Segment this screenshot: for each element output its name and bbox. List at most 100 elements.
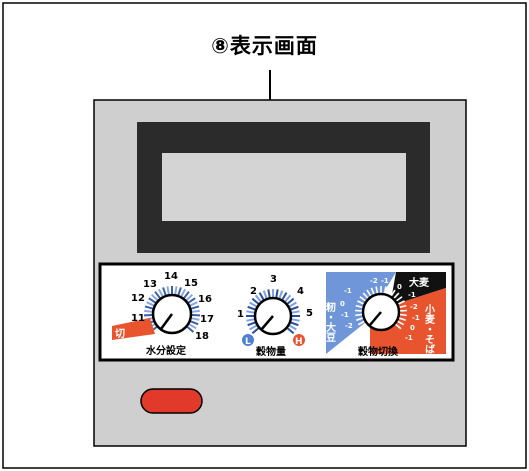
select-tick [355,313,363,317]
select-mark-3: -1 [341,311,349,319]
moisture-dial-ticks [143,286,201,333]
select-mark-6: -1 [381,277,389,285]
moisture-mark-12: 12 [131,293,145,304]
amount-tick [249,301,258,308]
select-tick [357,320,365,326]
select-mark-12: -1 [405,334,413,342]
select-tick [375,286,379,294]
amount-mark-2: 2 [250,286,257,297]
amount-tick [290,321,299,327]
select-tick [387,287,392,295]
select-mark-2: 0 [340,300,345,308]
moisture-tick [191,317,200,321]
amount-tick [290,305,299,311]
high-marker [293,334,305,346]
select-tick [356,317,364,321]
amount-mark-5: 5 [306,308,313,319]
grain-select-left-zone [326,272,396,354]
moisture-dial-label: 水分設定 [145,344,186,357]
amount-tick [251,327,260,335]
moisture-tick [189,301,198,307]
moisture-tick [185,293,193,301]
amount-tick [291,318,300,322]
grain-select-right-label: 小麦・そば [423,303,436,354]
amount-tick [246,310,255,314]
amount-tick [281,292,288,301]
select-mark-9: -2 [410,303,418,311]
moisture-tick [190,305,200,310]
off-label: 切 [115,328,125,340]
amount-tick [251,297,260,305]
moisture-tick [190,320,199,326]
moisture-tick [174,286,178,295]
select-mark-10: -1 [412,314,420,322]
moisture-tick [158,288,164,297]
moisture-mark-13: 13 [143,279,157,290]
grain-select-dial-ticks [354,286,408,330]
moisture-tick [187,297,196,304]
display-lcd [162,153,406,221]
display-screen-callout: ⑧表示画面 [211,34,318,58]
select-tick [383,286,387,294]
grain-select-left-label: 籾・大豆 [324,301,336,342]
moisture-mark-18: 18 [195,331,209,342]
moisture-mark-14: 14 [164,271,178,282]
moisture-tick [162,287,167,296]
moisture-tick [144,305,154,310]
amount-tick [284,294,292,303]
grain-select-dial-pointer [369,311,382,326]
moisture-mark-11: 11 [131,313,145,324]
moisture-tick [148,297,157,304]
grain-select-top-zone [390,272,446,306]
select-mark-1: -1 [344,287,352,295]
amount-tick [286,297,295,305]
amount-mark-1: 1 [237,309,244,320]
moisture-tick [177,287,182,296]
grain-amount-dial-ticks [246,289,300,335]
select-tick [360,323,367,330]
low-label: L [245,337,251,347]
moisture-tick [183,291,190,299]
select-tick [362,292,369,299]
amount-tick [254,294,262,303]
select-tick [355,304,363,309]
select-tick [395,296,403,302]
select-tick [395,323,402,330]
amount-tick [275,289,279,298]
select-tick [398,317,406,321]
moisture-tick [146,301,155,307]
amount-tick [267,289,271,298]
amount-tick [247,321,256,327]
amount-tick [288,301,297,308]
high-label: H [295,337,303,347]
amount-tick [262,290,268,299]
moisture-mark-17: 17 [200,314,214,325]
amount-tick [286,327,295,335]
off-band [112,318,155,340]
moisture-tick [151,293,159,301]
grain-amount-dial-label: 穀物量 [255,345,286,358]
select-tick [399,304,407,309]
select-tick [370,287,375,295]
select-tick [359,296,367,302]
amount-mark-3: 3 [270,274,277,285]
select-tick [397,320,405,326]
moisture-tick [191,309,200,313]
moisture-tick [188,323,197,330]
moisture-tick [180,288,186,297]
amount-tick [288,324,297,331]
select-tick [399,313,407,317]
amount-tick [258,292,265,301]
amount-mark-4: 4 [297,286,304,297]
select-mark-11: 0 [410,324,415,332]
red-button[interactable] [140,388,203,414]
select-mark-7: 0 [397,283,402,291]
amount-tick [247,305,256,311]
select-mark-5: -2 [370,277,378,285]
moisture-tick [154,291,161,299]
select-mark-8: -1 [408,291,416,299]
grain-select-dial-label: 穀物切換 [357,345,399,358]
moisture-mark-16: 16 [198,294,212,305]
moisture-dial-pointer [159,313,174,330]
select-tick [357,300,365,305]
